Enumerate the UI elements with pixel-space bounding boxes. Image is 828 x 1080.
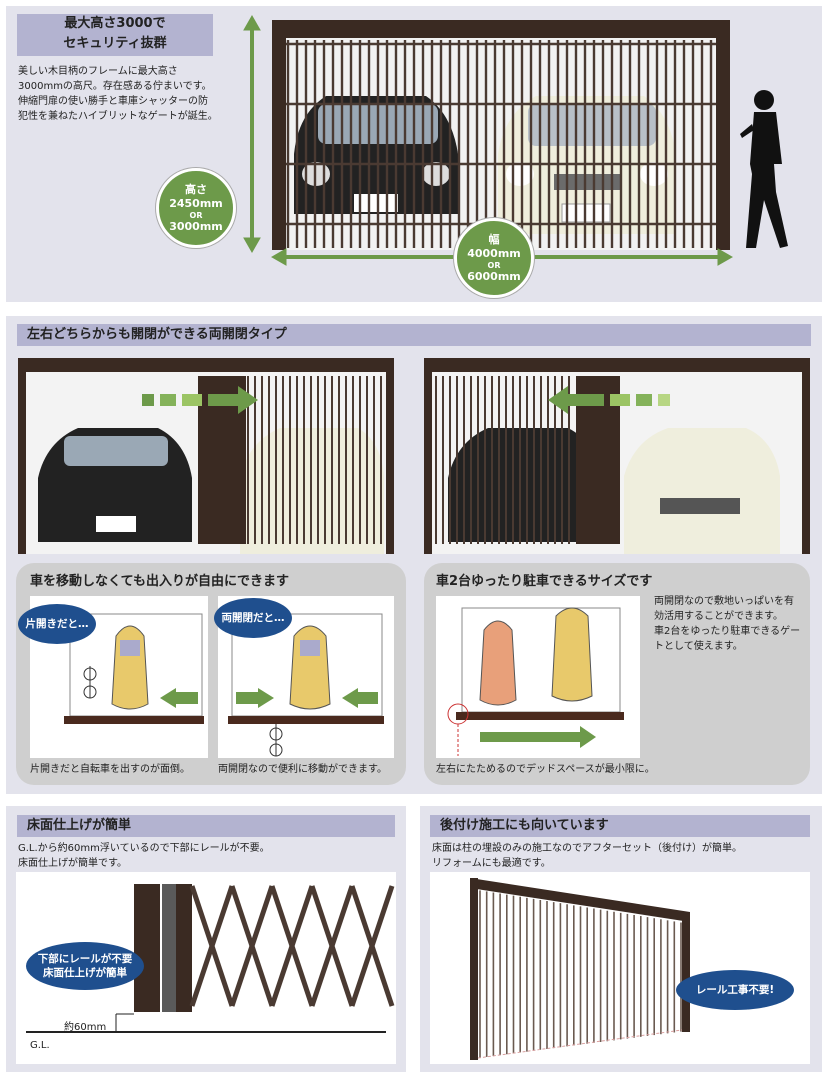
rail-detail-svg	[26, 884, 395, 1033]
hero-gate-illustration	[243, 14, 788, 266]
section4-desc: 床面は柱の埋設のみの施工なのでアフターセット（後付け）が簡単。 リフォームにも最…	[432, 841, 742, 871]
no-rail-bubble-line2: 床面仕上げが簡単	[43, 967, 127, 979]
width-value1: 4000mm	[467, 246, 521, 260]
hero-desc-line1: 美しい木目柄のフレームに最大高さ	[18, 66, 178, 77]
gap-label: 約60mm	[64, 1022, 107, 1033]
width-circle: 幅 4000mm OR 6000mm	[454, 218, 534, 298]
retrofit-svg	[470, 878, 690, 1060]
two-cars-diagram	[436, 596, 640, 758]
hero-title: 最大高さ3000で セキュリティ抜群	[17, 14, 213, 56]
arrow-left-icon	[342, 688, 378, 708]
garage-photo-right	[424, 358, 810, 554]
bicycle-icon	[269, 724, 283, 757]
double-open-svg	[228, 613, 384, 757]
arrow-left-icon	[548, 386, 670, 414]
section4-desc-line2: リフォームにも最適です。	[432, 858, 551, 869]
gl-label: G.L.	[30, 1040, 50, 1051]
hero-title-line2: セキュリティ抜群	[63, 36, 167, 51]
width-or: OR	[487, 260, 501, 270]
arrow-right-icon	[480, 726, 596, 748]
garage-photo-left	[18, 358, 394, 554]
height-circle: 高さ 2450mm OR 3000mm	[156, 168, 236, 248]
hero-description: 美しい木目柄のフレームに最大高さ 3000mmの高尺。存在感ある佇まいです。 伸…	[18, 64, 218, 124]
hero-desc-line4: 犯性を兼ねたハイブリットなゲートが誕生。	[18, 111, 218, 122]
height-or: OR	[189, 210, 203, 220]
no-rail-work-bubble: レール工事不要!	[676, 970, 794, 1010]
black-car	[294, 96, 458, 214]
single-open-svg	[64, 613, 204, 724]
height-arrow	[243, 14, 261, 254]
height-label: 高さ	[185, 182, 207, 196]
section4-desc-line1: 床面は柱の埋設のみの施工なのでアフターセット（後付け）が簡単。	[432, 843, 742, 854]
height-value1: 2450mm	[169, 196, 223, 210]
person-silhouette	[740, 90, 788, 248]
arrow-right-icon	[236, 688, 274, 708]
no-rail-bubble-line1: 下部にレールが不要	[37, 953, 133, 965]
section3-desc-line2: 床面仕上げが簡単です。	[18, 858, 127, 869]
arrow-left-icon	[160, 688, 198, 708]
double-open-caption: 両開閉なので便利に移動ができます。	[218, 764, 387, 775]
arrow-right-icon	[142, 386, 258, 414]
section3-desc-line1: G.L.から約60mm浮いているので下部にレールが不要。	[18, 843, 270, 854]
two-cars-desc-line4: トとして使えます。	[654, 641, 743, 652]
gate-bars	[286, 40, 716, 248]
two-cars-desc-line1: 両開閉なので敷地いっぱいを有	[654, 596, 794, 607]
hero-desc-line3: 伸縮門扉の使い勝手と車庫シャッターの防	[18, 96, 208, 107]
double-open-bubble: 両開閉だと…	[214, 598, 292, 638]
single-open-bubble: 片開きだと…	[18, 604, 96, 644]
width-value2: 6000mm	[467, 269, 521, 283]
section3-desc: G.L.から約60mm浮いているので下部にレールが不要。 床面仕上げが簡単です。	[18, 841, 270, 871]
two-cars-box-title: 車2台ゆったり駐車できるサイズです	[436, 574, 653, 589]
hero-desc-line2: 3000mmの高尺。存在感ある佇まいです。	[18, 81, 212, 92]
single-open-caption: 片開きだと自転車を出すのが面倒。	[30, 764, 190, 775]
section4-title: 後付け施工にも向いています	[430, 815, 810, 837]
two-cars-desc: 両開閉なので敷地いっぱいを有 効活用することができます。 車2台をゆったり駐車で…	[654, 594, 804, 654]
no-rail-bubble: 下部にレールが不要 床面仕上げが簡単	[26, 942, 144, 990]
hero-title-line1: 最大高さ3000で	[64, 16, 166, 31]
section3-title: 床面仕上げが簡単	[17, 815, 395, 837]
height-value2: 3000mm	[169, 219, 223, 233]
width-label: 幅	[488, 232, 500, 246]
two-cars-desc-line2: 効活用することができます。	[654, 611, 783, 622]
section2-title: 左右どちらからも開閉ができる両開閉タイプ	[17, 324, 811, 346]
no-move-box-title: 車を移動しなくても出入りが自由にできます	[30, 574, 289, 589]
two-cars-desc-line3: 車2台をゆったり駐車できるゲー	[654, 626, 801, 637]
two-cars-caption: 左右にたためるのでデッドスペースが最小限に。	[436, 764, 655, 775]
two-cars-svg	[447, 607, 624, 756]
bicycle-icon	[83, 666, 97, 699]
